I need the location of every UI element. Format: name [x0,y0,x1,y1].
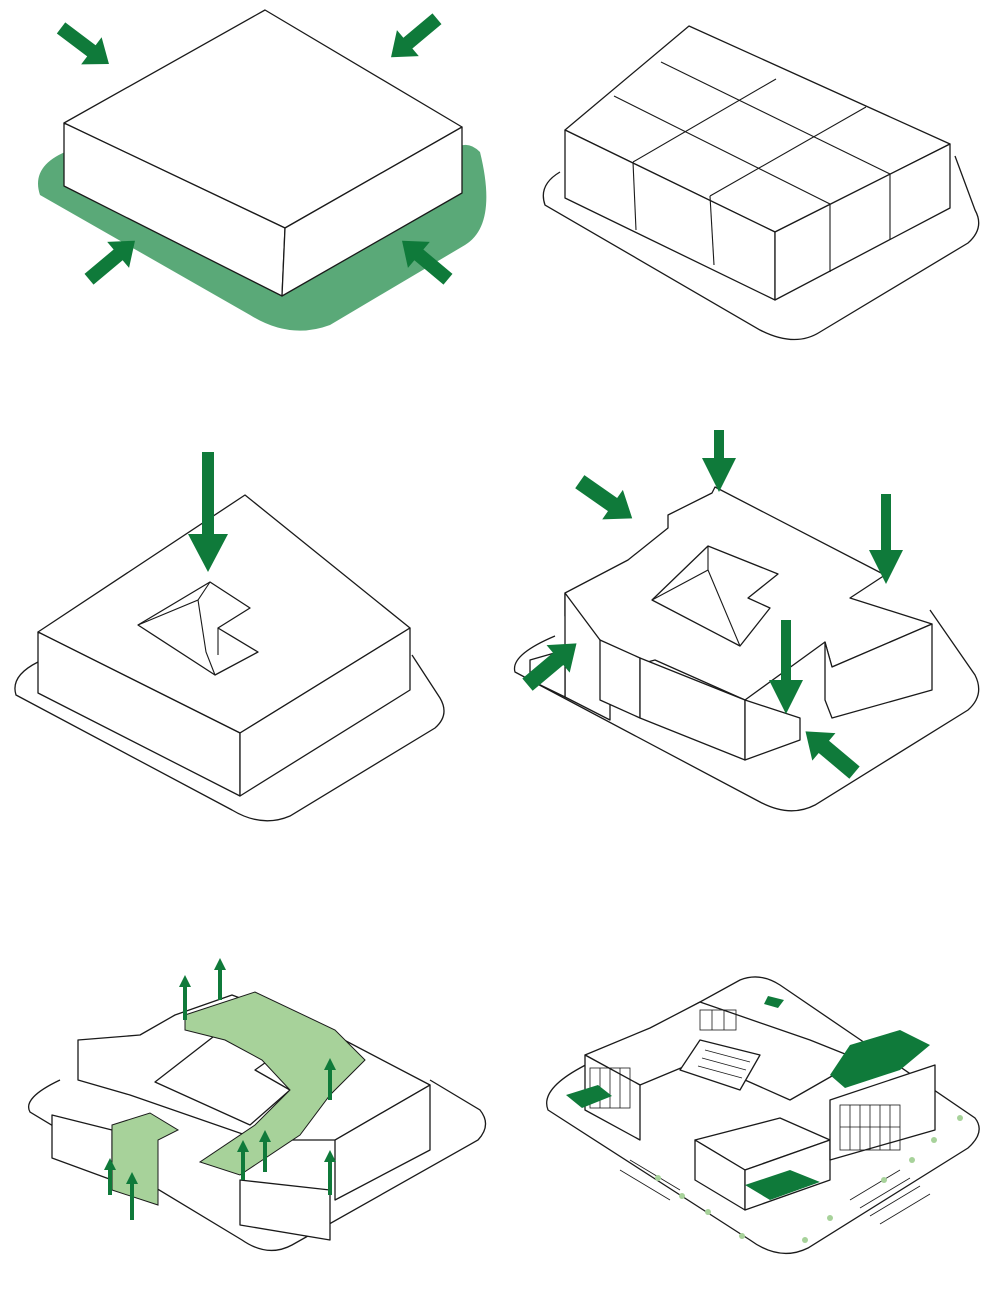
panel-5-green-roofs [29,958,486,1250]
inward-arrow-top-left [51,14,119,77]
arrow-left-diagonal [569,467,642,533]
arrow-top [702,430,736,492]
panel-6-final-building [547,977,980,1253]
panel-3-courtyard [15,452,444,821]
panel-1-site-massing [38,6,486,331]
panel-4-carved-massing [515,430,979,811]
panel-2-block-grid [543,26,978,340]
inward-arrow-top-right [380,6,448,71]
